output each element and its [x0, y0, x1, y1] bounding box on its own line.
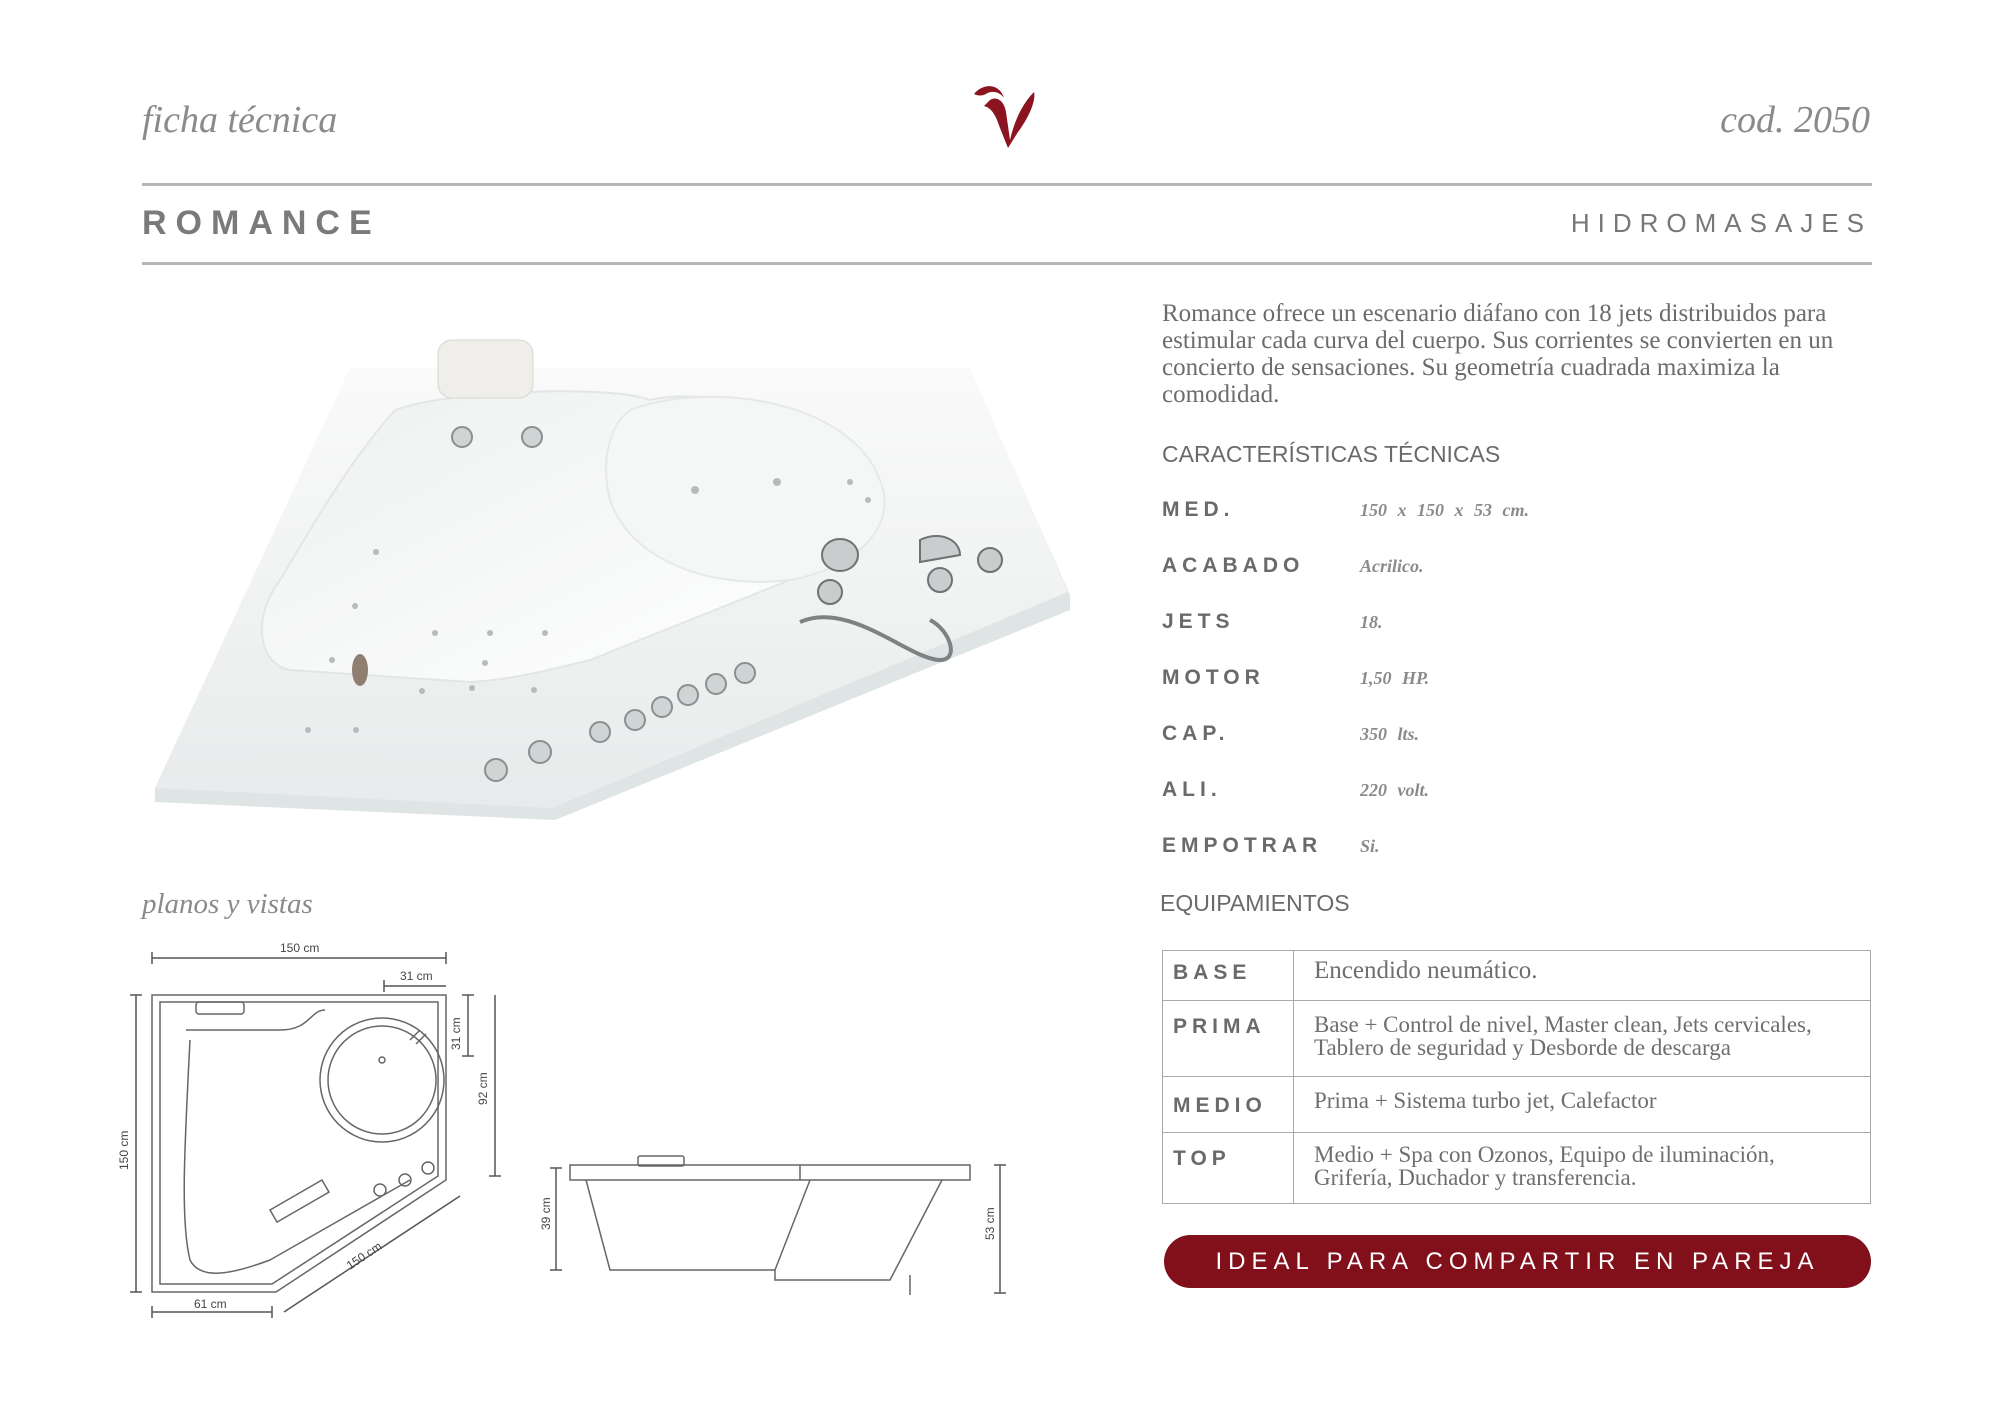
spec-label: CAP.	[1162, 722, 1230, 745]
equipment-label: TOP	[1162, 1132, 1294, 1204]
dim-total-height: 53 cm	[983, 1207, 997, 1240]
spec-label: MOTOR	[1162, 666, 1265, 689]
title-divider	[142, 262, 1872, 265]
spec-label: ACABADO	[1162, 554, 1305, 577]
bathtub-photo	[155, 339, 1070, 820]
spec-label: ALI.	[1162, 778, 1222, 801]
spec-row: ALI. 220 volt.	[1162, 778, 1762, 818]
table-row: BASE Encendido neumático.	[1162, 950, 1871, 1001]
spec-value: Si.	[1360, 836, 1380, 856]
doc-type-label: ficha técnica	[142, 99, 338, 141]
dim-left-height: 150 cm	[117, 1131, 131, 1170]
product-category: HIDROMASAJES	[1570, 208, 1872, 238]
equipment-value: Medio + Spa con Ozonos, Equipo de ilumin…	[1293, 1132, 1871, 1204]
spec-label: MED.	[1162, 498, 1235, 521]
equipment-heading: EQUIPAMIENTOS	[1160, 890, 1350, 916]
spec-label: JETS	[1162, 610, 1235, 633]
spec-row: ACABADO Acrilico.	[1162, 554, 1762, 594]
table-row: TOP Medio + Spa con Ozonos, Equipo de il…	[1162, 1132, 1871, 1204]
spec-value: Acrilico.	[1360, 556, 1424, 576]
tagline-banner: IDEAL PARA COMPARTIR EN PAREJA	[1164, 1235, 1871, 1288]
equipment-label: PRIMA	[1162, 1000, 1294, 1077]
table-row: PRIMA Base + Control de nivel, Master cl…	[1162, 1000, 1871, 1077]
equipment-label: MEDIO	[1162, 1076, 1294, 1133]
plans-heading: planos y vistas	[142, 888, 313, 920]
spec-row: MOTOR 1,50 HP.	[1162, 666, 1762, 706]
dim-side-mid: 92 cm	[476, 1072, 490, 1105]
dim-top-width: 150 cm	[280, 941, 319, 955]
dim-side-small: 31 cm	[449, 1017, 463, 1050]
product-title: ROMANCE	[142, 204, 381, 242]
technical-drawings: 150 cm 31 cm 150 cm 31 cm 92 cm 61 cm 15…	[117, 941, 1006, 1318]
dim-bottom: 61 cm	[194, 1297, 227, 1311]
spec-row: EMPOTRAR Si.	[1162, 834, 1762, 874]
spec-value: 1,50 HP.	[1360, 668, 1430, 688]
table-row: MEDIO Prima + Sistema turbo jet, Calefac…	[1162, 1076, 1871, 1133]
spec-value: 18.	[1360, 612, 1383, 632]
brand-logo	[974, 86, 1035, 148]
equipment-table: BASE Encendido neumático. PRIMA Base + C…	[1162, 950, 1871, 1204]
product-description: Romance ofrece un escenario diáfano con …	[1162, 300, 1834, 408]
specs-heading: CARACTERÍSTICAS TÉCNICAS	[1162, 441, 1501, 467]
dim-top-small: 31 cm	[400, 969, 433, 983]
spec-value: 220 volt.	[1360, 780, 1429, 800]
spec-row: CAP. 350 lts.	[1162, 722, 1762, 762]
equipment-value: Encendido neumático.	[1293, 950, 1871, 1001]
spec-row: JETS 18.	[1162, 610, 1762, 650]
product-code: cod. 2050	[1720, 99, 1870, 141]
equipment-label: BASE	[1162, 950, 1294, 1001]
spec-value: 150 x 150 x 53 cm.	[1360, 500, 1529, 520]
spec-label: EMPOTRAR	[1162, 834, 1323, 857]
spec-value: 350 lts.	[1360, 724, 1420, 744]
top-divider	[142, 183, 1872, 186]
spec-row: MED. 150 x 150 x 53 cm.	[1162, 498, 1762, 538]
equipment-value: Prima + Sistema turbo jet, Calefactor	[1293, 1076, 1871, 1133]
equipment-value: Base + Control de nivel, Master clean, J…	[1293, 1000, 1871, 1077]
dim-inner-height: 39 cm	[539, 1197, 553, 1230]
